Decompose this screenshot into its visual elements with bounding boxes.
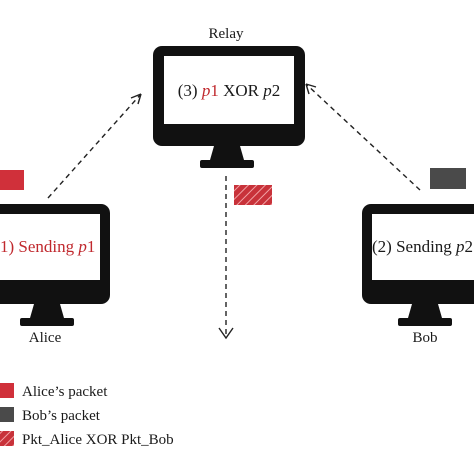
bob-monitor-neck — [408, 304, 442, 318]
legend-label-bob: Bob’s packet — [22, 408, 101, 424]
bob-computer: (2) Sending p2 Bob — [362, 204, 474, 346]
bob-packet-block — [430, 168, 466, 189]
relay-step-number: (3) — [178, 81, 202, 100]
relay-screen-text: (3) p1 XOR p2 — [178, 81, 280, 100]
relay-p1-num: 1 — [210, 81, 219, 100]
bob-label: Bob — [412, 330, 437, 346]
alice-sending-text: 1) Sending — [0, 237, 78, 256]
alice-p-var: p — [77, 237, 87, 256]
relay-computer: Relay (3) p1 XOR p2 — [153, 26, 305, 168]
alice-label: Alice — [29, 330, 62, 346]
relay-monitor-base — [200, 160, 254, 168]
alice-to-relay-arrow — [47, 93, 142, 199]
legend-label-alice: Alice’s packet — [22, 384, 108, 400]
alice-p-num: 1 — [87, 237, 96, 256]
alice-to-relay-arrowhead — [130, 93, 142, 105]
alice-monitor-neck — [30, 304, 64, 318]
alice-monitor-screen — [0, 214, 100, 280]
bob-screen-text: (2) Sending p2 — [372, 237, 473, 256]
arrows — [47, 83, 421, 340]
alice-packet-block — [0, 170, 24, 190]
legend-item-bob: Bob’s packet — [0, 407, 101, 424]
bob-p-var: p — [455, 237, 465, 256]
legend-swatch-xor — [0, 431, 14, 446]
legend: Alice’s packet Bob’s packet Pkt_Alice XO… — [0, 383, 174, 448]
legend-swatch-alice — [0, 383, 14, 398]
legend-swatch-bob — [0, 407, 14, 422]
alice-computer: 1) Sending p1 Alice — [0, 204, 110, 346]
bob-monitor-screen — [372, 214, 474, 280]
relay-monitor-neck — [210, 146, 244, 160]
relay-broadcast-arrowhead — [218, 327, 234, 340]
bob-sending-text: (2) Sending — [372, 237, 456, 256]
legend-item-xor: Pkt_Alice XOR Pkt_Bob — [0, 431, 174, 448]
relay-xor-word: XOR — [219, 81, 263, 100]
relay-label: Relay — [209, 26, 244, 42]
relay-monitor-screen — [164, 56, 294, 124]
relay-p2-var: p — [262, 81, 272, 100]
xor-packet-block — [234, 185, 272, 205]
alice-monitor-base — [20, 318, 74, 326]
bob-to-relay-arrowhead — [305, 83, 317, 95]
bob-monitor-base — [398, 318, 452, 326]
bob-to-relay-arrow — [305, 83, 421, 191]
packets — [0, 168, 466, 205]
relay-p1-var: p — [201, 81, 211, 100]
bob-p-num: 2 — [465, 237, 474, 256]
alice-screen-text: 1) Sending p1 — [0, 237, 95, 256]
legend-label-xor: Pkt_Alice XOR Pkt_Bob — [22, 432, 174, 448]
relay-p2-num: 2 — [272, 81, 281, 100]
legend-item-alice: Alice’s packet — [0, 383, 108, 400]
